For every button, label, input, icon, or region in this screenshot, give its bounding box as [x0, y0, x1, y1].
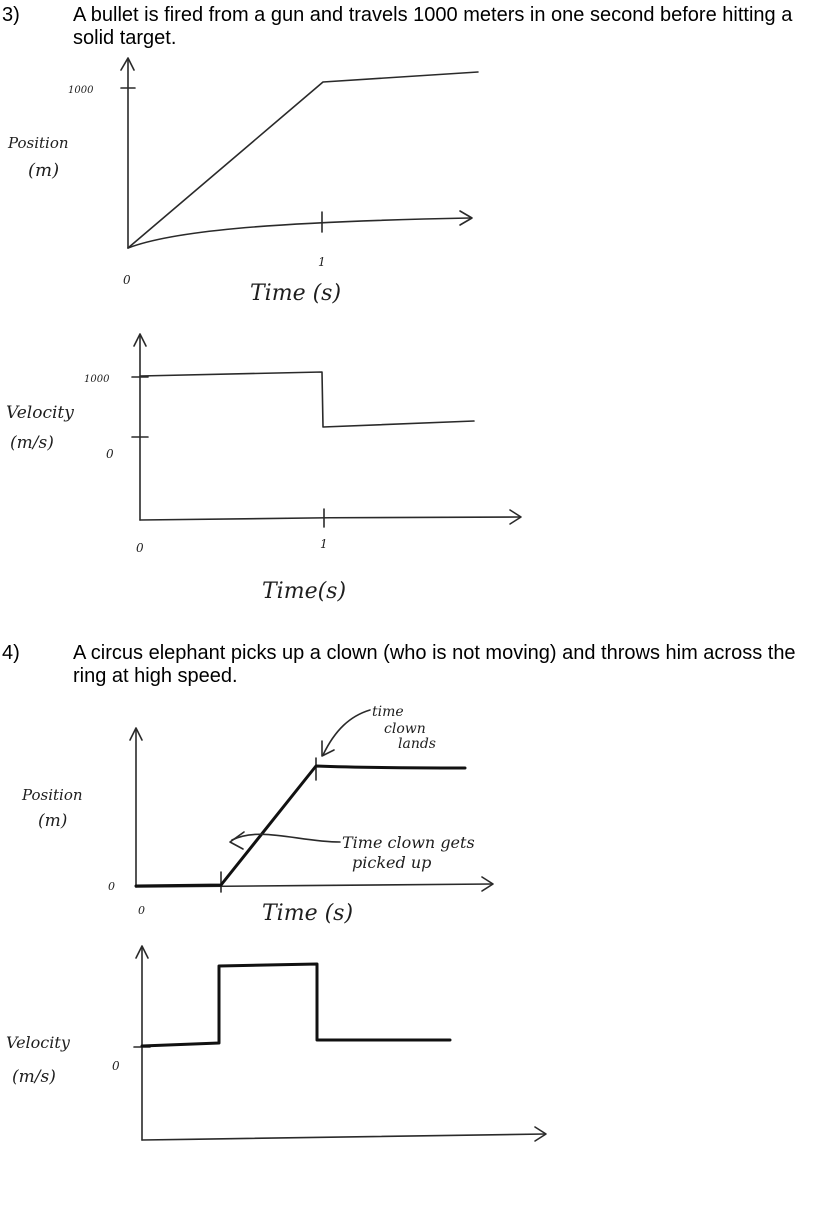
p4-pos-curve [134, 764, 467, 888]
problem-number: 3) [2, 4, 20, 26]
p4-vel-x-arrow [534, 1126, 547, 1142]
p4-annotation-lands-3: lands [398, 736, 436, 752]
p3-pos-x-arrow [459, 210, 473, 226]
p3-vel-x-axis [139, 516, 521, 521]
p3-vel-y-arrow [133, 333, 147, 347]
p4-vel-curve [140, 962, 452, 1048]
p4-annotation-pickup-2: picked up [352, 853, 431, 872]
p4-vel-ylabel-unit: (m/s) [12, 1067, 56, 1087]
p3-pos-xlabel: Time (s) [250, 281, 341, 306]
p3-pos-curve [127, 71, 479, 249]
p3-vel-x-arrow [509, 509, 522, 525]
p4-pos-ylabel: Position [21, 786, 83, 804]
p3-pos-origin-label: 0 [123, 273, 131, 287]
p3-vel-ylabel-unit: (m/s) [10, 433, 54, 453]
p4-arrowhead-lands [321, 740, 335, 757]
p3-pos-x-axis [127, 217, 471, 249]
p4-pos-ylabel-unit: (m) [38, 811, 67, 831]
p4-vel-x-axis [141, 1133, 546, 1141]
problem-statement: A circus elephant picks up a clown (who … [73, 642, 796, 687]
p4-arrow-lands [322, 709, 371, 756]
p3-vel-xtick-label: 1 [320, 537, 328, 551]
p4-pos-origin-x-label: 0 [138, 904, 145, 917]
p3-vel-origin-label: 0 [136, 541, 144, 555]
p3-vel-ytick-zero-label: 0 [106, 447, 114, 461]
p4-pos-y-arrow [129, 727, 143, 741]
p3-vel-ylabel: Velocity [6, 403, 74, 423]
p4-pos-origin-y-label: 0 [108, 880, 115, 893]
p3-velocity-graph: 1000 0 Velocity (m/s) 0 1 Time(s) [6, 333, 522, 604]
p3-pos-ylabel-unit: (m) [28, 160, 59, 181]
p4-annotation-lands-1: time [372, 704, 404, 720]
p4-position-graph: 0 0 Position (m) Time (s) time clown lan… [21, 704, 494, 926]
p3-pos-ytick-label: 1000 [68, 85, 94, 96]
p4-annotation-lands-2: clown [384, 721, 426, 737]
p3-vel-ytick-top-label: 1000 [84, 374, 110, 385]
p3-vel-curve [139, 371, 475, 428]
p4-vel-ylabel: Velocity [6, 1033, 71, 1052]
p4-arrow-pickup [231, 833, 341, 843]
p4-vel-ytick-zero-label: 0 [112, 1059, 120, 1073]
p4-pos-x-arrow [481, 876, 494, 892]
p3-pos-xtick-label: 1 [318, 255, 326, 269]
problem-number: 4) [2, 642, 20, 664]
p4-pos-xlabel: Time (s) [262, 901, 353, 926]
p4-arrowhead-pickup [229, 831, 245, 850]
p3-position-graph: 1000 Position (m) 0 1 Time (s) [7, 57, 479, 306]
p4-annotation-pickup-1: Time clown gets [342, 833, 475, 852]
problem-statement: A bullet is fired from a gun and travels… [73, 4, 793, 49]
p3-pos-y-arrow [120, 57, 135, 71]
p3-vel-xlabel: Time(s) [262, 579, 346, 604]
p4-velocity-graph: 0 Velocity (m/s) [6, 945, 547, 1142]
p3-pos-ylabel: Position [7, 134, 69, 152]
p4-vel-y-arrow [135, 945, 149, 959]
